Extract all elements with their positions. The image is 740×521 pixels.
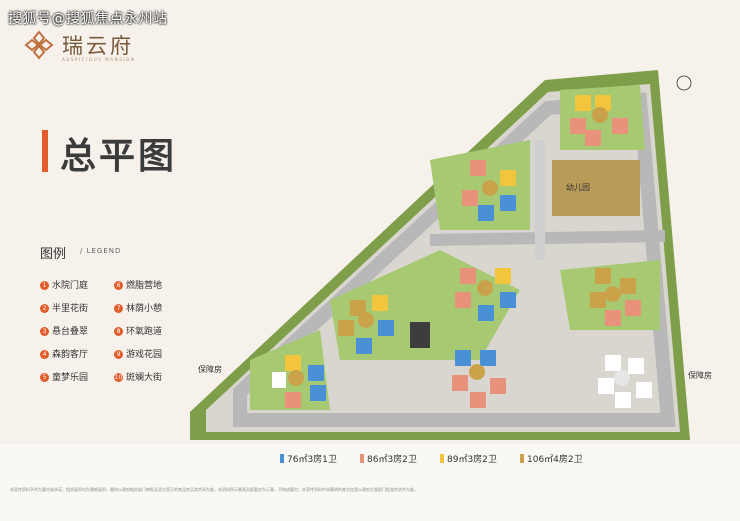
building-cluster: [338, 295, 394, 354]
building-cluster: [598, 355, 652, 408]
affordable-housing-label-right: 保障房: [688, 370, 712, 380]
brand-logo-icon: [24, 30, 54, 60]
compass-icon: [676, 75, 692, 91]
brand-subtitle: AUSPICIOUS MANSION: [62, 57, 136, 62]
building-cluster: [570, 95, 628, 146]
building-cluster: [455, 268, 516, 321]
page-title: 总平图: [60, 136, 178, 177]
building-cluster: [462, 160, 516, 221]
water-court: [410, 322, 430, 348]
watermark: 搜狐号@搜狐焦点永州站: [8, 11, 168, 27]
unit-item: 86㎡3房2卫: [360, 452, 417, 465]
disclaimer: 本宣传资料不作为要约或承诺，相关面积均为建筑面积，最终以政府相关部门审批及双方签…: [10, 487, 418, 492]
bottom-panel: [0, 444, 740, 521]
affordable-housing-label-left: 保障房: [198, 364, 222, 374]
building-cluster: [272, 355, 326, 408]
brand-name: 瑞云府: [62, 34, 134, 58]
unit-item: 89㎡3房2卫: [440, 452, 497, 465]
kindergarten-label: 幼儿园: [566, 182, 590, 192]
unit-item: 106㎡4房2卫: [520, 452, 583, 465]
title-accent-bar: [42, 130, 48, 172]
legend-subtitle: / LEGEND: [80, 247, 122, 255]
kindergarten-building: [552, 160, 640, 216]
road-horizontal: [429, 230, 666, 246]
legend-title: 图例: [40, 247, 67, 262]
building-cluster: [590, 268, 641, 326]
building-cluster: [452, 350, 506, 408]
unit-item: 76㎡3房1卫: [280, 452, 337, 465]
